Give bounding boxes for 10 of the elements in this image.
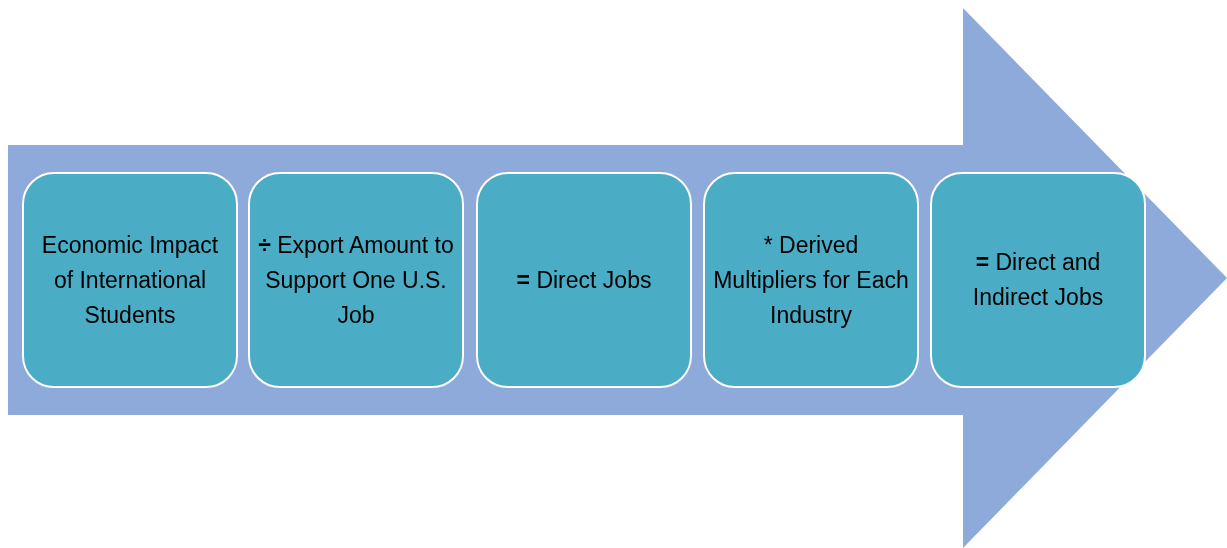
process-step-box	[476, 172, 692, 388]
step-text: ÷ Export Amount to Support One U.S. Job	[258, 230, 454, 330]
process-step-box	[703, 172, 919, 388]
process-step-box	[22, 172, 238, 388]
step-text: * Derived Multipliers for Each Industry	[713, 230, 909, 330]
process-step-box	[248, 172, 464, 388]
process-step-box	[930, 172, 1146, 388]
step-text: = Direct and Indirect Jobs	[971, 248, 1105, 312]
step-text: Economic Impact of International Students	[40, 230, 220, 330]
step-text: = Direct Jobs	[516, 265, 652, 295]
